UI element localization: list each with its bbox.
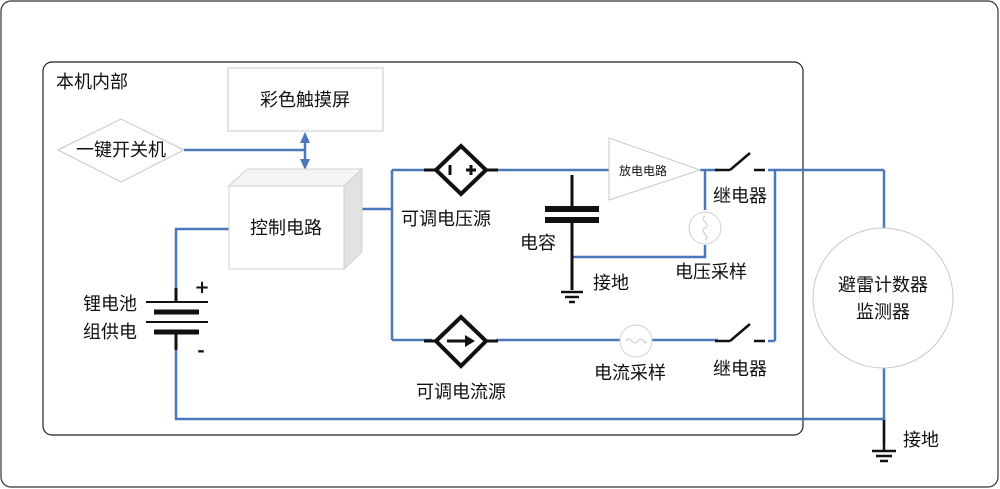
voltage-sample-label: 电压采样 [675, 262, 747, 283]
discharge-circuit-node: 放电电路 [608, 137, 702, 201]
battery-label-line1: 锂电池 [83, 294, 137, 315]
monitor-label-line2: 监测器 [856, 302, 910, 323]
current-source-label: 可调电流源 [416, 382, 506, 403]
ground-label-inner: 接地 [593, 273, 629, 294]
internal-label: 本机内部 [56, 72, 128, 93]
battery-label-line2: 组供电 [83, 322, 137, 343]
power-button-node: 一键开关机 [56, 118, 186, 183]
battery-icon [146, 288, 208, 350]
relay-label-bottom: 继电器 [713, 359, 767, 380]
power-button-label: 一键开关机 [76, 140, 166, 161]
control-label: 控制电路 [250, 218, 322, 239]
ground-icon-outer [872, 420, 896, 463]
battery-plus-sign: + [194, 277, 209, 298]
capacitor-icon [545, 175, 599, 290]
voltage-sample-icon [688, 211, 722, 245]
discharge-label: 放电电路 [619, 163, 667, 178]
voltage-source-icon [424, 143, 498, 197]
capacitor-label: 电容 [520, 233, 556, 254]
ground-icon-inner [561, 290, 583, 304]
monitor-label-line1: 避雷计数器 [838, 275, 928, 296]
touchscreen-box: 彩色触摸屏 [227, 67, 384, 132]
current-sample-label: 电流采样 [594, 363, 666, 384]
internal-region [42, 61, 804, 436]
battery-minus-sign: - [197, 340, 204, 361]
voltage-source-label: 可调电压源 [401, 209, 491, 230]
bidirectional-arrow-icon [300, 132, 310, 170]
current-source-icon [424, 314, 498, 369]
touchscreen-label: 彩色触摸屏 [260, 90, 350, 111]
relay-switch-icon-bottom [715, 323, 765, 343]
current-sample-icon [619, 324, 653, 358]
ground-label-outer: 接地 [903, 430, 939, 451]
lightning-counter-monitor: 避雷计数器 监测器 [812, 227, 954, 369]
control-circuit-box: 控制电路 [227, 167, 364, 271]
relay-label-top: 继电器 [713, 186, 767, 207]
relay-switch-icon-top [715, 152, 765, 172]
